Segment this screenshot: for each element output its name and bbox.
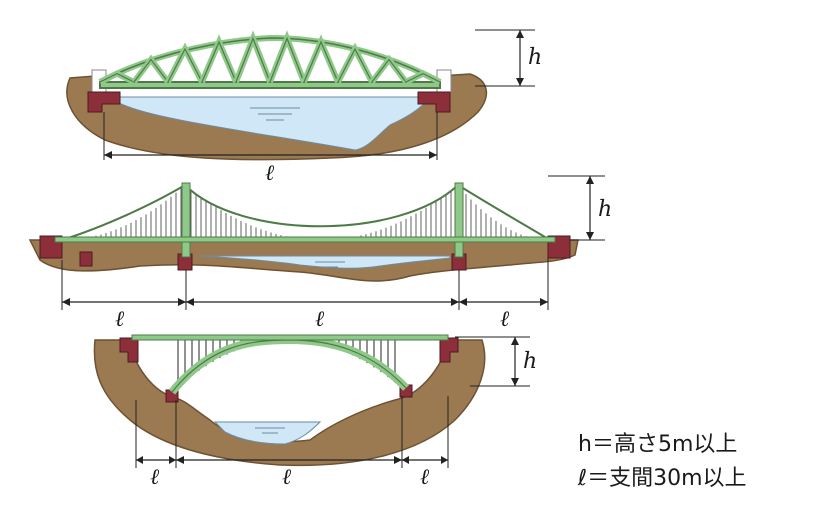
suspension-main-cable	[61, 183, 551, 241]
arch-span-label-center: ℓ	[282, 465, 292, 490]
truss-pier-right	[417, 91, 451, 113]
suspension-height-label: h	[598, 197, 612, 222]
suspension-span-label-left: ℓ	[115, 307, 125, 332]
suspension-bridge-diagram: h ℓ ℓ ℓ	[28, 175, 612, 332]
arch-deck	[131, 334, 449, 341]
truss-web-member	[404, 70, 442, 85]
arch-rib-outline	[171, 339, 407, 393]
suspension-deck	[54, 236, 556, 243]
truss-web-member-outline	[235, 36, 271, 83]
arch-span-label-left: ℓ	[150, 465, 160, 490]
truss-pier-left	[87, 91, 121, 113]
truss-web-members	[98, 30, 442, 85]
truss-web-member-outline	[133, 58, 169, 83]
truss-web-member-outline	[405, 72, 441, 83]
definition-legend: h＝高さ5m以上 ℓ＝支間30m以上	[578, 428, 814, 496]
suspension-side-pier-left	[79, 251, 93, 267]
arch-height-label: h	[523, 349, 537, 374]
truss-web-member	[267, 30, 307, 84]
suspension-span-label-right: ℓ	[500, 307, 510, 332]
truss-span-label: ℓ	[265, 161, 275, 186]
suspension-tower-right	[454, 182, 464, 258]
arch-spandrel-columns	[177, 340, 396, 387]
suspension-tower-left	[181, 182, 191, 258]
truss-water	[106, 96, 432, 151]
truss-web-member-outline	[371, 58, 407, 83]
truss-bridge-diagram: h ℓ	[66, 29, 542, 186]
truss-web-member-outline	[337, 47, 373, 83]
legend-height-definition: h＝高さ5m以上	[578, 432, 738, 457]
truss-web-member-outline	[303, 40, 339, 83]
arch-span-label-right: ℓ	[420, 465, 430, 490]
truss-web-member	[301, 34, 341, 84]
arch-abutment-right	[439, 337, 459, 363]
truss-web-member-outline	[201, 40, 237, 83]
truss-web-member-outline	[167, 47, 203, 83]
suspension-hangers	[65, 188, 547, 240]
arch-rib	[168, 335, 409, 395]
truss-web-member-outline	[269, 36, 305, 83]
truss-web-member	[233, 30, 273, 84]
suspension-span-label-center: ℓ	[315, 307, 325, 332]
arch-ground	[93, 339, 486, 467]
arch-bridge-diagram: h ℓ ℓ ℓ	[93, 334, 537, 490]
truss-web-member-outline	[99, 72, 135, 83]
truss-height-label: h	[528, 45, 542, 70]
legend-span-definition: ℓ＝支間30m以上	[578, 466, 747, 491]
